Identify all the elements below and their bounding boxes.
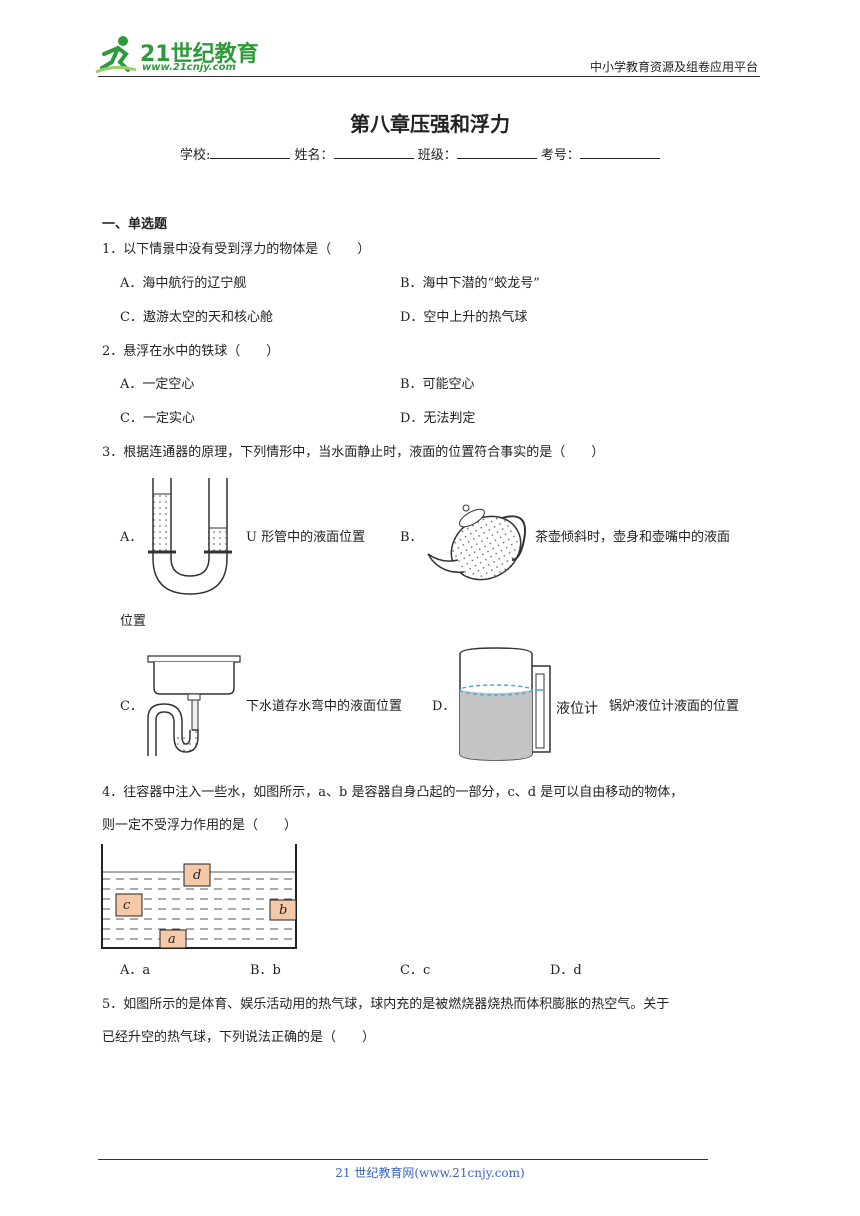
q4-option-a[interactable]: A．a — [120, 963, 151, 978]
q2-stem: 2．悬浮在水中的铁球（ ） — [102, 344, 280, 359]
q1-option-d[interactable]: D．空中上升的热气球 — [400, 310, 528, 325]
exam-field[interactable] — [579, 146, 660, 159]
label-exam: 考号： — [540, 148, 580, 163]
footer-text[interactable]: 21 世纪教育网(www.21cnjy.com) — [335, 1166, 525, 1180]
q3-option-d-letter[interactable]: D． — [432, 699, 456, 714]
q5-stem-line1: 5．如图所示的是体育、娱乐活动用的热气球，球内充的是被燃烧器烧热而体积膨胀的热空… — [102, 997, 670, 1012]
q5-stem-line2: 已经升空的热气球，下列说法正确的是（ ） — [102, 1030, 376, 1045]
q3-option-a-letter[interactable]: A． — [120, 530, 143, 545]
q4-option-c[interactable]: C．c — [400, 963, 431, 978]
label-class: 班级： — [417, 148, 457, 163]
boiler-gauge-figure — [459, 647, 551, 761]
q3-option-b-text: 茶壶倾斜时，壶身和壶嘴中的液面 — [535, 530, 731, 545]
liquid-gauge-label: 液位计 — [556, 700, 598, 718]
q3-option-b-cont: 位置 — [120, 614, 147, 629]
name-field[interactable] — [333, 146, 414, 159]
teapot-figure — [427, 504, 526, 581]
label-school: 学校: — [180, 148, 211, 163]
block-label-b: b — [279, 903, 288, 918]
q3-option-c-text: 下水道存水弯中的液面位置 — [246, 699, 403, 714]
header-divider — [98, 76, 760, 77]
q2-option-b[interactable]: B．可能空心 — [400, 377, 475, 392]
u-tube-figure — [148, 478, 232, 595]
page-title: 第八章压强和浮力 — [350, 112, 510, 136]
footer-divider — [98, 1159, 708, 1160]
q2-option-d[interactable]: D．无法判定 — [400, 411, 476, 426]
logo: 21世纪教育 www.21cnjy.com — [95, 34, 266, 76]
q1-option-c[interactable]: C．遨游太空的天和核心舱 — [120, 310, 273, 325]
q4-option-d[interactable]: D．d — [550, 963, 582, 978]
q3-option-a-text: U 形管中的液面位置 — [246, 530, 366, 545]
q3-option-c-letter[interactable]: C． — [120, 699, 143, 714]
logo-url: www.21cnjy.com — [142, 62, 236, 73]
q3-option-d-text: 锅炉液位计液面的位置 — [609, 699, 740, 714]
school-field[interactable] — [210, 146, 291, 159]
q1-option-a[interactable]: A．海中航行的辽宁舰 — [120, 276, 247, 291]
q1-option-b[interactable]: B．海中下潜的“蛟龙号” — [400, 276, 540, 291]
label-name: 姓名： — [294, 148, 334, 163]
drain-trap-figure — [147, 655, 241, 756]
container-figure — [101, 844, 297, 949]
platform-name: 中小学教育资源及组卷应用平台 — [589, 60, 758, 74]
class-field[interactable] — [456, 146, 537, 159]
q1-stem: 1．以下情景中没有受到浮力的物体是（ ） — [102, 242, 371, 257]
runner-icon — [95, 36, 137, 74]
q4-stem-line1: 4．往容器中注入一些水，如图所示，a、b 是容器自身凸起的一部分，c、d 是可以… — [102, 785, 684, 800]
block-label-d: d — [193, 868, 202, 883]
section-heading: 一、单选题 — [102, 217, 168, 232]
student-info: 学校: 姓名： 班级： 考号： — [180, 146, 660, 165]
q2-option-a[interactable]: A．一定空心 — [120, 377, 195, 392]
block-label-c: c — [123, 898, 131, 913]
q2-option-c[interactable]: C．一定实心 — [120, 411, 195, 426]
q4-option-b[interactable]: B．b — [250, 963, 281, 978]
q4-stem-line2: 则一定不受浮力作用的是（ ） — [102, 818, 298, 833]
logo-main: 21世纪教育 — [140, 42, 259, 67]
q3-stem: 3．根据连通器的原理，下列情形中，当水面静止时，液面的位置符合事实的是（ ） — [102, 445, 605, 460]
block-label-a: a — [168, 932, 176, 947]
q3-option-b-letter[interactable]: B． — [400, 530, 423, 545]
